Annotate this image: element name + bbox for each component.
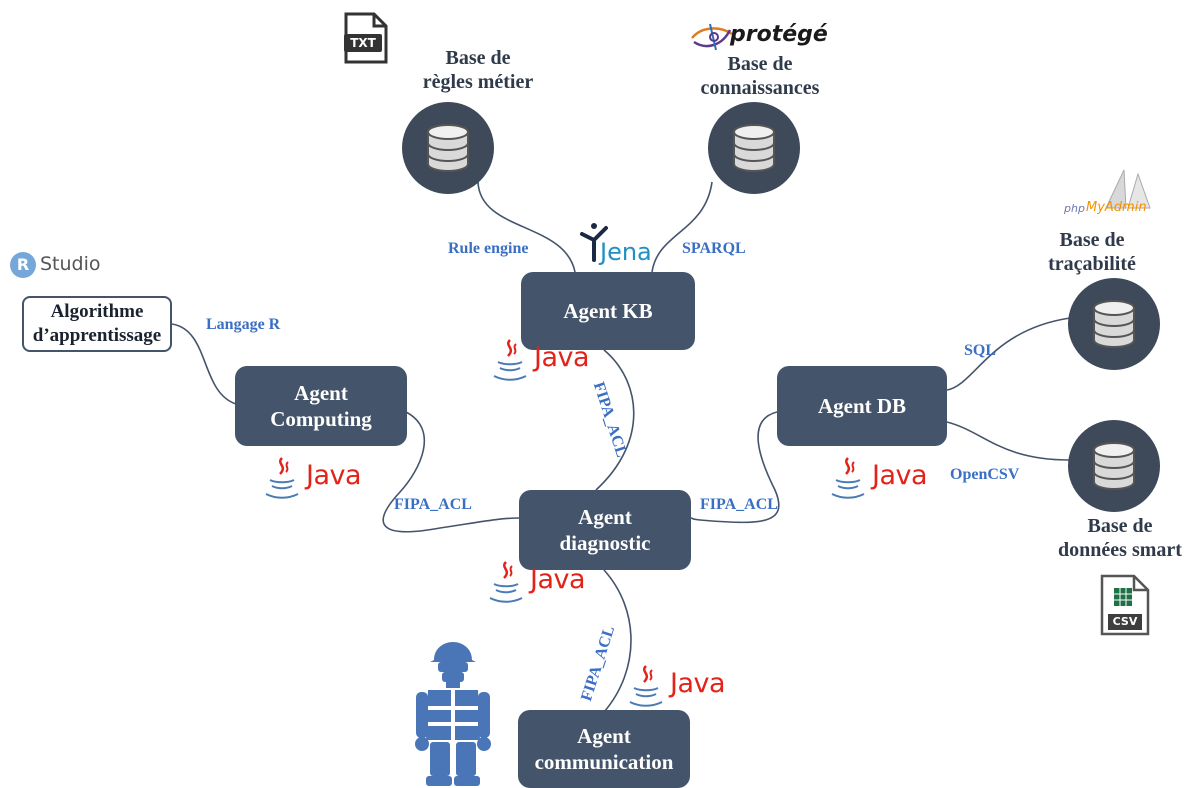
java-label: Java [872,460,928,491]
rstudio-logo: R Studio [10,252,110,280]
rules-database-icon [402,102,494,194]
java-label: Java [534,342,590,373]
txt-label: TXT [350,36,376,50]
wire-db-diagnostic [690,411,780,524]
rstudio-label: Studio [40,253,101,275]
phpmyadmin-logo: php MyAdmin [1064,168,1154,218]
java-cup-icon [493,339,527,381]
wire-rules-kb [477,181,576,273]
java-logo-computing: Java [262,456,362,500]
agent-db[interactable]: Agent DB [777,366,947,446]
java-logo-diagnostic: Java [486,560,586,604]
jena-logo: Jena [578,222,658,270]
java-label: Java [670,668,726,699]
edge-label-fipa-left: FIPA_ACL [394,496,472,513]
knowledge-database-icon [708,102,800,194]
java-cup-icon [489,561,523,603]
protege-logo: protégé [690,22,828,52]
java-cup-icon [831,457,865,499]
csv-label: CSV [1112,615,1138,628]
txt-file-icon: TXT [344,12,388,64]
edge-label-fipa-right: FIPA_ACL [700,496,778,513]
worker-icon [415,642,491,786]
r-circle-icon: R [10,252,36,278]
traceability-database-icon [1068,278,1160,370]
protege-swirl-icon [691,23,733,51]
edge-label-sql: SQL [964,342,997,359]
cylinder-icon [1093,442,1135,490]
edge-label-sparql: SPARQL [682,240,746,257]
edge-label-opencsv: OpenCSV [950,466,1020,483]
wire-db-smart [946,421,1071,461]
wire-computing-diagnostic [382,411,520,533]
wire-db-traceability [946,317,1071,391]
phpmyadmin-my: MyAdmin [1086,200,1147,215]
java-logo-communication: Java [626,664,726,708]
wire-knowledge-kb [651,181,713,273]
jena-feather-icon [580,223,608,262]
smart-database-icon [1068,420,1160,512]
wire-kb-diagnostic [595,349,635,491]
edge-label-rule-engine: Rule engine [448,240,529,257]
cylinder-icon [427,124,469,172]
java-cup-icon [629,665,663,707]
protege-label: protégé [730,22,828,47]
phpmyadmin-sails-icon [1105,169,1151,209]
java-logo-db: Java [828,456,928,500]
cylinder-icon [1093,300,1135,348]
wire-algo-computing [171,323,237,405]
edge-label-langage-r: Langage R [206,316,281,333]
agent-kb[interactable]: Agent KB [521,272,695,350]
csv-file-icon: CSV [1100,574,1150,636]
wire-diagnostic-communication [603,569,632,713]
java-label: Java [306,460,362,491]
java-logo-kb: Java [490,338,590,382]
java-cup-icon [265,457,299,499]
java-label: Java [530,564,586,595]
cylinder-icon [733,124,775,172]
phpmyadmin-php: php [1064,202,1085,215]
jena-label: Jena [600,238,652,266]
